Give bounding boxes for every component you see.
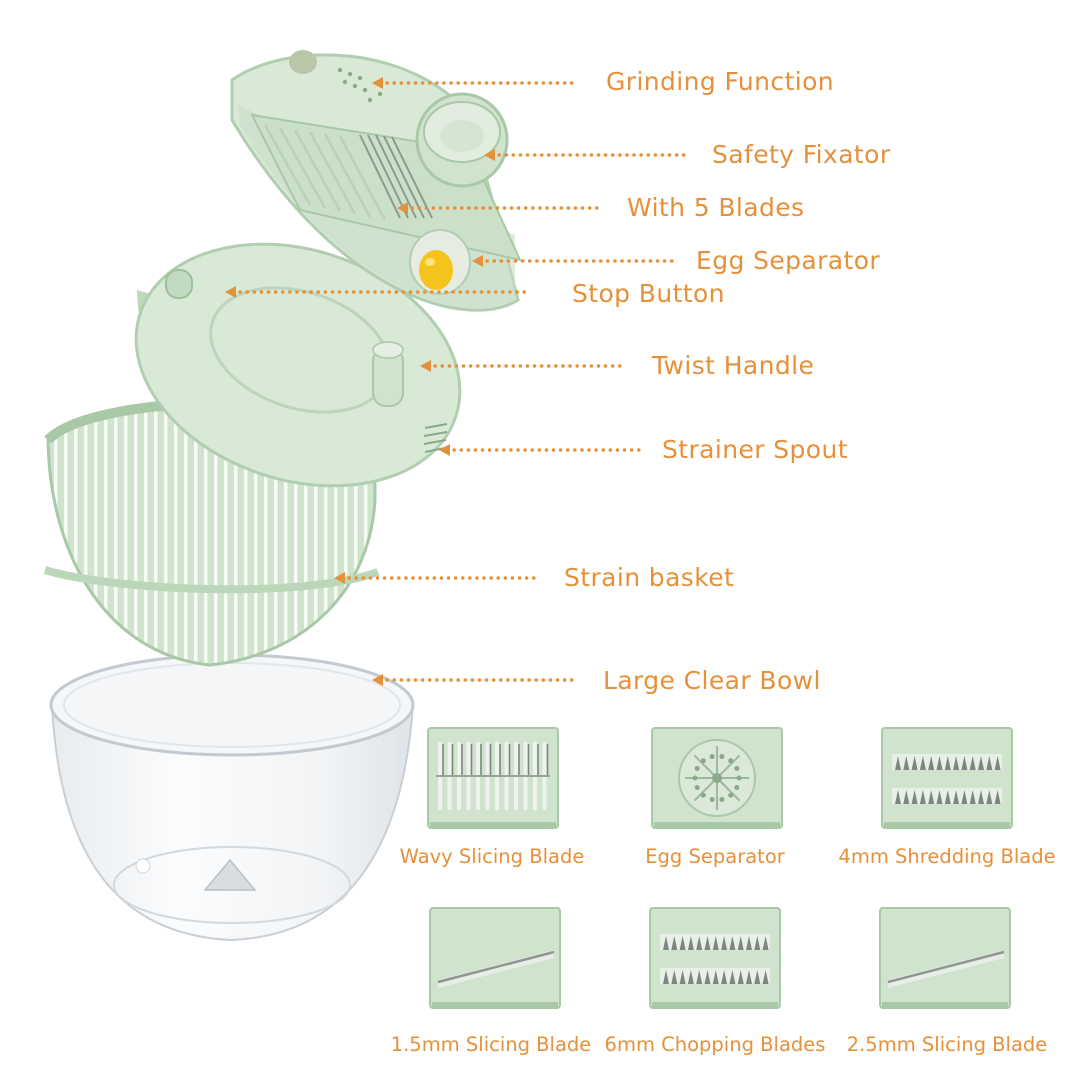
blade-label-wavy-slicing: Wavy Slicing Blade [399, 845, 585, 868]
blade-label-6mm-chopping: 6mm Chopping Blades [604, 1033, 826, 1056]
callout-large-clear-bowl: Large Clear Bowl [603, 666, 821, 695]
blade-card-2 [651, 727, 783, 829]
blade-card-1 [427, 727, 559, 829]
blade-cards [427, 727, 1013, 1009]
callout-safety-fixator: Safety Fixator [712, 140, 891, 169]
callout-egg-separator: Egg Separator [696, 246, 881, 275]
spinner-lid [134, 242, 462, 488]
leader-arrowheads [225, 77, 495, 686]
leader-lines [231, 81, 690, 682]
blade-label-2-5mm-slicing: 2.5mm Slicing Blade [846, 1033, 1048, 1056]
blade-card-3 [881, 727, 1013, 829]
callout-strain-basket: Strain basket [564, 563, 735, 592]
callout-strainer-spout: Strainer Spout [662, 435, 848, 464]
blade-card-6 [879, 907, 1011, 1009]
callout-stop-button: Stop Button [572, 279, 725, 308]
callout-twist-handle: Twist Handle [652, 351, 815, 380]
clear-bowl [49, 653, 415, 942]
callout-with-5-blades: With 5 Blades [627, 193, 805, 222]
blade-label-1-5mm-slicing: 1.5mm Slicing Blade [390, 1033, 592, 1056]
blade-card-5 [649, 907, 781, 1009]
blade-label-egg-separator: Egg Separator [645, 845, 785, 868]
slicer-board [230, 50, 522, 312]
blade-label-4mm-shredding: 4mm Shredding Blade [838, 845, 1056, 868]
callout-grinding-function: Grinding Function [606, 67, 835, 96]
blade-card-4 [429, 907, 561, 1009]
